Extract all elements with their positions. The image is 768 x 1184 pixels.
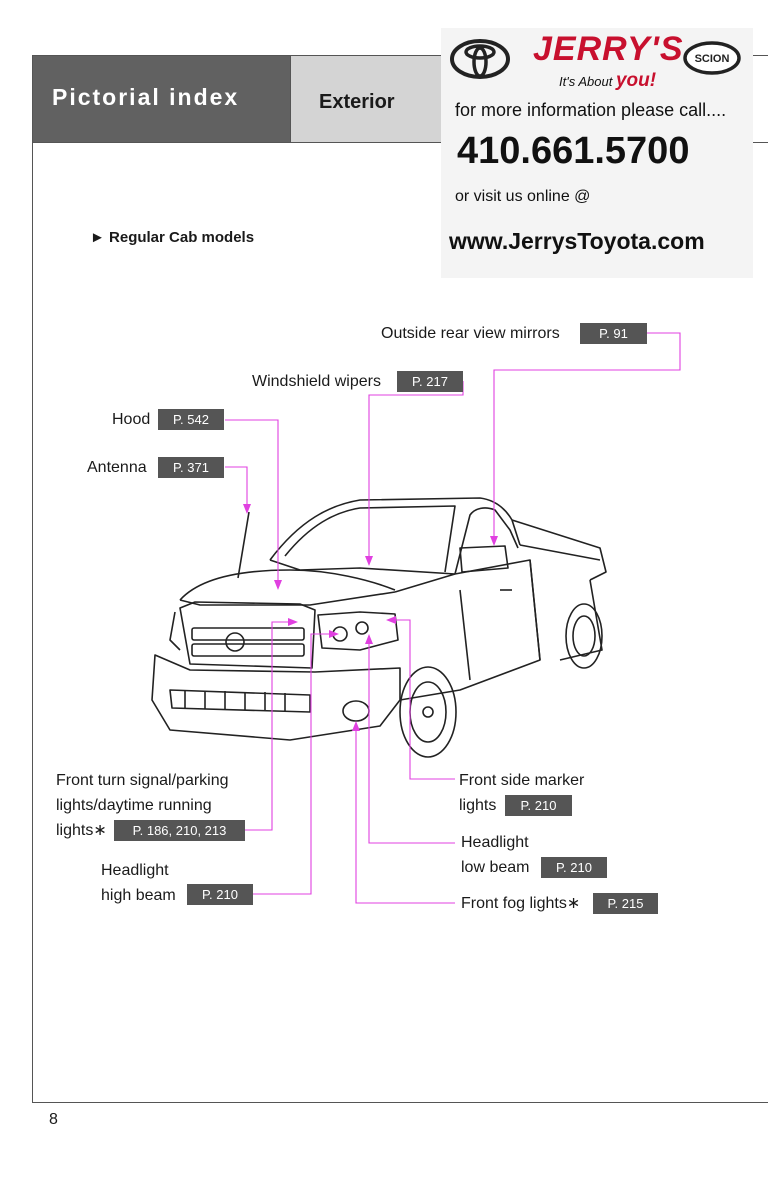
tab-exterior: Exterior <box>319 91 395 113</box>
callout-turn-signal-line2: lights/daytime running <box>56 797 212 814</box>
callout-side-marker-page[interactable]: P. 210 <box>505 795 572 816</box>
page-number: 8 <box>49 1111 58 1128</box>
header-tab-block: Exterior <box>290 56 451 142</box>
callout-high-beam-line2: high beam <box>101 887 176 904</box>
callout-hood-page[interactable]: P. 542 <box>158 409 224 430</box>
callout-antenna-label: Antenna <box>87 459 147 476</box>
section-heading: ► Regular Cab models <box>90 229 255 246</box>
page-title: Pictorial index <box>52 84 240 110</box>
dealer-tagline: It's About you! <box>559 70 657 91</box>
callout-turn-signal-page[interactable]: P. 186, 210, 213 <box>114 820 245 841</box>
callout-hood-label: Hood <box>112 411 151 428</box>
callout-mirrors-label: Outside rear view mirrors <box>381 325 560 342</box>
callout-high-beam-line1: Headlight <box>101 862 169 879</box>
callout-turn-signal-line1: Front turn signal/parking <box>56 772 229 789</box>
callout-side-marker-line1: Front side marker <box>459 772 585 789</box>
callout-wipers-label: Windshield wipers <box>252 373 381 390</box>
toyota-logo <box>450 39 510 79</box>
callout-mirrors-page[interactable]: P. 91 <box>580 323 647 344</box>
callout-wipers-page[interactable]: P. 217 <box>397 371 463 392</box>
callout-low-beam-line1: Headlight <box>461 834 529 851</box>
leader-lines <box>225 332 681 904</box>
callout-turn-signal-line3: lights∗ <box>56 822 107 839</box>
callout-fog-page[interactable]: P. 215 <box>593 893 658 914</box>
truck-illustration <box>151 497 607 758</box>
callout-low-beam-page[interactable]: P. 210 <box>541 857 607 878</box>
ad-phone-number[interactable]: 410.661.5700 <box>457 130 690 172</box>
svg-text:SCION: SCION <box>695 53 730 65</box>
dealer-brand: JERRY'S <box>533 30 684 68</box>
callout-low-beam-line2: low beam <box>461 859 530 876</box>
dealer-advertisement[interactable]: JERRY'S It's About you! SCION for more i… <box>441 28 753 278</box>
callout-fog-label: Front fog lights∗ <box>461 895 581 912</box>
ad-info-call: for more information please call.... <box>455 100 727 120</box>
ad-info-visit: or visit us online @ <box>455 188 591 205</box>
callout-side-marker-line2: lights <box>459 797 497 814</box>
ad-website-link[interactable]: www.JerrysToyota.com <box>449 228 705 254</box>
page-frame <box>32 55 768 1103</box>
header-title-block: Pictorial index <box>33 56 290 142</box>
callout-high-beam-page[interactable]: P. 210 <box>187 884 253 905</box>
header-divider <box>33 142 768 143</box>
scion-logo: SCION <box>683 41 741 75</box>
callout-antenna-page[interactable]: P. 371 <box>158 457 224 478</box>
